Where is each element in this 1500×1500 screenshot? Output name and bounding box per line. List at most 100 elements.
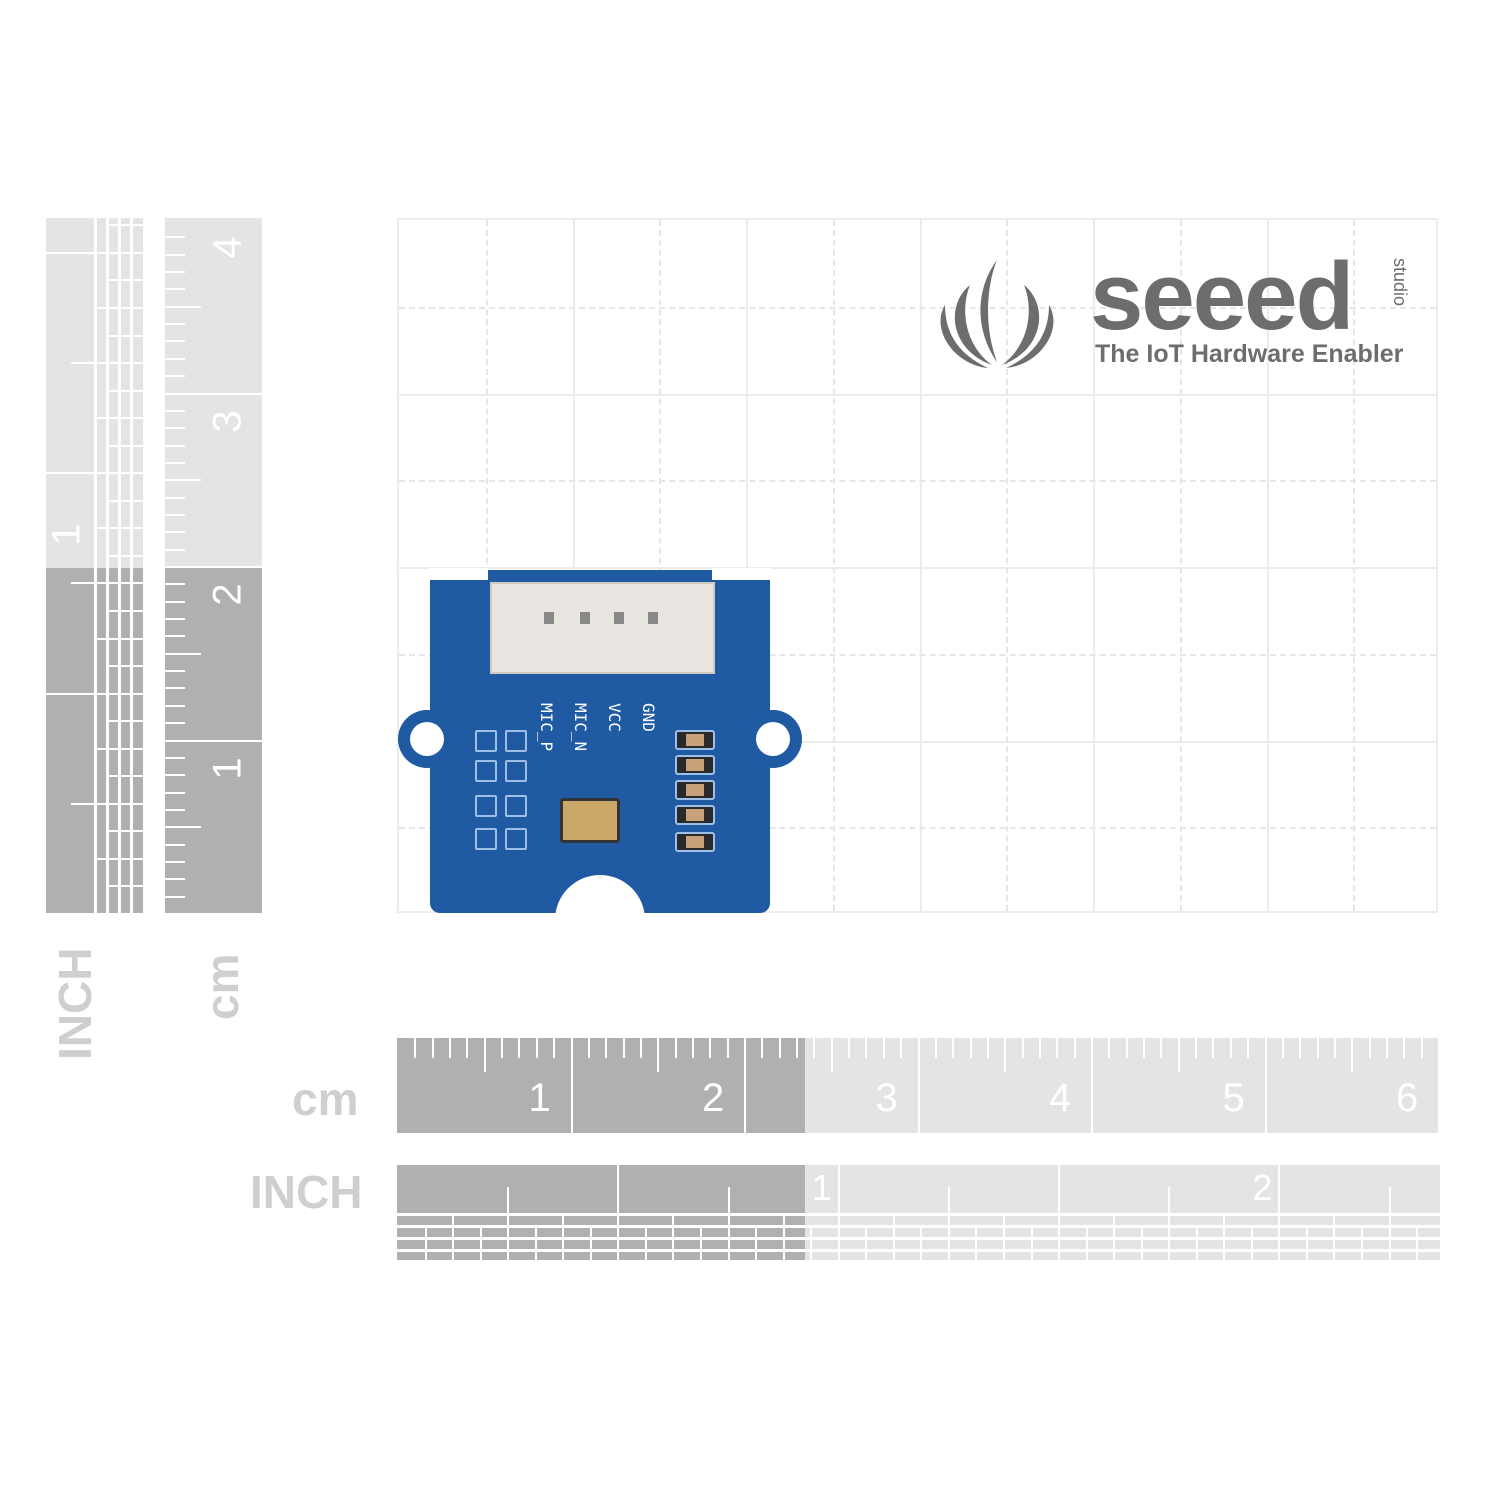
ruler-tick: [587, 1038, 590, 1058]
ruler-tick: [106, 224, 143, 227]
ruler-light-segment: [805, 1038, 1438, 1133]
ruler-tick: [165, 895, 185, 898]
pin-label: MIC_N: [571, 703, 590, 752]
grid-line: [1266, 220, 1269, 911]
seeed-logo: seeed studio The IoT Hardware Enabler: [930, 243, 1440, 380]
ruler-number: 3: [875, 1076, 898, 1120]
ruler-tick: [1113, 1213, 1116, 1260]
ruler-tick: [570, 1038, 573, 1133]
grid-line: [746, 220, 748, 911]
ruler-number: 2: [702, 1076, 725, 1120]
ruler-tick: [1125, 1038, 1128, 1058]
ruler-tick: [165, 288, 185, 291]
ruler-tick: [165, 635, 185, 638]
ruler-tick: [106, 885, 143, 888]
ruler-number: 3: [205, 409, 250, 433]
ruler-tick: [165, 618, 185, 621]
ruler-tick: [1143, 1038, 1146, 1058]
ruler-tick: [810, 1225, 813, 1260]
ruler-number: 2: [1252, 1167, 1273, 1208]
ruler-tick: [813, 1038, 816, 1058]
ruler-line: [397, 1249, 1440, 1252]
ruler-tick: [900, 1038, 903, 1058]
ruler-tick: [71, 802, 143, 805]
ruler-tick: [865, 1038, 868, 1058]
ruler-tick: [1368, 1038, 1371, 1058]
ruler-tick: [165, 479, 201, 482]
ruler-tick: [657, 1038, 660, 1072]
ruler-tick: [165, 843, 185, 846]
ruler-tick: [1305, 1225, 1308, 1260]
grid-dash: [1006, 220, 1009, 911]
ruler-tick: [1416, 1225, 1419, 1260]
ruler-tick: [674, 1038, 677, 1058]
ruler-tick: [699, 1225, 702, 1260]
ruler-number: 1: [811, 1167, 832, 1208]
ruler-tick: [1160, 1038, 1163, 1058]
ruler-tick: [165, 791, 185, 794]
ruler-tick: [165, 566, 262, 568]
ruler-tick: [106, 499, 143, 502]
ruler-tick: [1030, 1225, 1033, 1260]
ruler-tick: [1021, 1038, 1024, 1058]
ruler-tick: [106, 830, 143, 833]
ruler-tick: [165, 652, 201, 655]
ruler-tick: [94, 417, 143, 420]
ruler-tick: [165, 600, 185, 603]
ruler-tick: [165, 444, 185, 447]
ruler-tick: [165, 756, 185, 759]
ruler-dark-segment: [397, 1165, 805, 1260]
ruler-tick: [589, 1225, 592, 1260]
ruler-tick: [1177, 1038, 1180, 1072]
inch-ruler-vertical: 1: [46, 218, 143, 913]
ruler-tick: [1056, 1038, 1059, 1058]
ruler-tick: [466, 1038, 469, 1058]
ruler-tick: [165, 826, 201, 829]
ruler-tick: [106, 610, 143, 613]
ruler-tick: [94, 857, 143, 860]
ruler-tick: [975, 1225, 978, 1260]
ruler-tick: [479, 1225, 482, 1260]
ruler-tick: [761, 1038, 764, 1058]
ruler-tick: [644, 1225, 647, 1260]
ruler-tick: [1073, 1038, 1076, 1058]
ruler-number: 1: [205, 756, 250, 780]
ruler-line: [397, 1225, 1440, 1228]
ruler-tick: [534, 1225, 537, 1260]
ruler-tick: [1085, 1225, 1088, 1260]
ruler-tick: [165, 583, 185, 586]
ruler-tick: [1281, 1038, 1284, 1058]
grove-connector[interactable]: [490, 582, 715, 674]
ruler-tick: [165, 409, 185, 412]
ruler-tick: [106, 279, 143, 282]
ruler-tick: [562, 1213, 565, 1260]
ruler-tick: [755, 1225, 758, 1260]
ruler-number: 2: [205, 583, 250, 606]
ruler-tick: [1195, 1225, 1198, 1260]
grid-line: [919, 220, 922, 911]
ruler-tick: [431, 1038, 434, 1058]
ruler-tick: [165, 670, 185, 673]
ruler-line: [397, 1237, 1440, 1240]
seeed-leaf-icon: [940, 260, 1054, 368]
ruler-tick: [165, 739, 262, 742]
ruler-tick: [94, 747, 143, 750]
ruler-tick: [1212, 1038, 1215, 1058]
ruler-tick: [1299, 1038, 1302, 1058]
ruler-tick: [1038, 1038, 1041, 1058]
ruler-tick: [917, 1038, 920, 1133]
ruler-tick: [518, 1038, 521, 1058]
ruler-tick: [1195, 1038, 1198, 1058]
ruler-tick: [1264, 1038, 1267, 1133]
ruler-tick: [165, 271, 185, 274]
ruler-tick: [165, 461, 185, 464]
grid-line: [399, 567, 1436, 569]
ruler-tick: [892, 1213, 895, 1260]
ruler-tick: [1058, 1165, 1061, 1260]
ruler-number: 4: [205, 236, 250, 259]
ruler-tick: [535, 1038, 538, 1058]
cm-label: cm: [292, 1073, 359, 1125]
ruler-line: [130, 218, 133, 913]
ruler-tick: [1168, 1187, 1171, 1260]
